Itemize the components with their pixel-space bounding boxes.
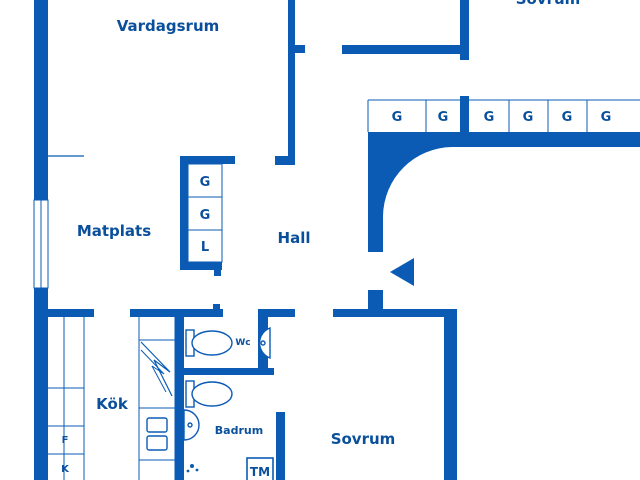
room-label-bedroom-bottom: Sovrum bbox=[331, 430, 396, 448]
wardrobe-label: G bbox=[562, 110, 573, 125]
wardrobe-label: G bbox=[200, 208, 211, 223]
sink-icon bbox=[258, 326, 271, 360]
thin-lines bbox=[48, 96, 640, 480]
window-left bbox=[33, 199, 49, 289]
room-label-dining: Matplats bbox=[77, 222, 151, 240]
appliance-label-freezer: K bbox=[61, 464, 70, 475]
entrance-arrow-icon bbox=[390, 258, 414, 286]
wardrobe-labels-top: G G G G G G bbox=[392, 110, 612, 125]
room-label-kitchen: Kök bbox=[96, 395, 129, 413]
wardrobe-label: G bbox=[523, 110, 534, 125]
stove-icon bbox=[140, 341, 173, 397]
room-labels: Vardagsrum Sovrum Matplats Hall Kök Wc B… bbox=[77, 0, 580, 448]
kitchen-sink-icon bbox=[146, 417, 168, 451]
walls bbox=[33, 0, 640, 480]
wardrobe-label: G bbox=[438, 110, 449, 125]
room-label-bedroom-top: Sovrum bbox=[516, 0, 581, 8]
wardrobe-label: G bbox=[601, 110, 612, 125]
wardrobe-label: G bbox=[200, 175, 211, 190]
appliance-labels: F K TM bbox=[61, 435, 270, 479]
room-label-wc: Wc bbox=[235, 338, 250, 348]
wardrobe-label: G bbox=[484, 110, 495, 125]
room-label-hall: Hall bbox=[278, 229, 311, 247]
appliance-label-fridge: F bbox=[62, 435, 69, 446]
wardrobe-labels-hall: G G L bbox=[200, 175, 211, 255]
room-label-bathroom: Badrum bbox=[215, 424, 263, 437]
bathtub-icon bbox=[183, 409, 200, 441]
shower-icon bbox=[186, 464, 199, 473]
room-label-living: Vardagsrum bbox=[117, 17, 220, 35]
wardrobe-label: G bbox=[392, 110, 403, 125]
toilet-icon-bathroom bbox=[185, 380, 233, 408]
wardrobe-label: L bbox=[201, 240, 209, 255]
laundry-box bbox=[246, 457, 274, 480]
toilet-icon bbox=[185, 329, 233, 357]
laundry-label: TM bbox=[250, 465, 270, 479]
